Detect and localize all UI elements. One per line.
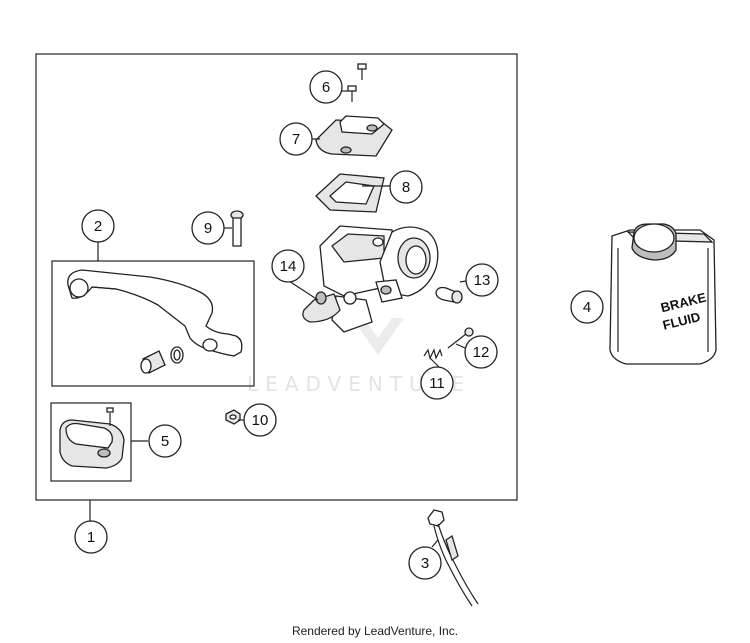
callout-4[interactable]: 4 [570, 290, 604, 324]
cover-subframe [50, 402, 132, 482]
brake-fluid-bottle-part[interactable]: BRAKE FLUID [609, 223, 717, 365]
adjuster-screw-part[interactable] [447, 327, 474, 349]
callout-number: 8 [402, 179, 410, 196]
brake-hose-part[interactable] [427, 509, 479, 607]
bolt-part[interactable] [230, 210, 244, 247]
lever-subframe [51, 260, 255, 387]
callout-5[interactable]: 5 [148, 424, 182, 458]
callout-number: 2 [94, 218, 102, 235]
callout-6[interactable]: 6 [309, 70, 343, 104]
nut-part[interactable] [225, 409, 241, 425]
callout-number: 12 [473, 344, 490, 361]
callout-number: 10 [252, 412, 269, 429]
callout-10[interactable]: 10 [243, 403, 277, 437]
callout-number: 1 [87, 529, 95, 546]
spring-part[interactable] [423, 348, 443, 360]
callout-1[interactable]: 1 [74, 520, 108, 554]
assembly-frame [35, 53, 518, 501]
callout-3[interactable]: 3 [408, 546, 442, 580]
callout-11[interactable]: 11 [420, 366, 454, 400]
callout-number: 9 [204, 220, 212, 237]
master-cylinder-part[interactable] [302, 225, 439, 333]
callout-13[interactable]: 13 [465, 263, 499, 297]
callout-2[interactable]: 2 [81, 209, 115, 243]
diaphragm-part[interactable] [315, 173, 385, 213]
callout-14[interactable]: 14 [271, 249, 305, 283]
lever-cover-part[interactable] [59, 407, 125, 469]
callout-7[interactable]: 7 [279, 122, 313, 156]
callout-number: 7 [292, 131, 300, 148]
reservoir-cover-part[interactable] [315, 115, 393, 157]
callout-number: 13 [474, 272, 491, 289]
pivot-bolt-part[interactable] [435, 286, 463, 304]
callout-8[interactable]: 8 [389, 170, 423, 204]
callout-number: 6 [322, 79, 330, 96]
screw-part[interactable] [347, 63, 367, 102]
callout-number: 3 [421, 555, 429, 572]
callout-number: 11 [429, 375, 445, 392]
callout-number: 5 [161, 433, 169, 450]
callout-9[interactable]: 9 [191, 211, 225, 245]
callout-number: 4 [583, 299, 591, 316]
callout-12[interactable]: 12 [464, 335, 498, 369]
brake-lever-part[interactable] [67, 269, 243, 374]
footer-credit: Rendered by LeadVenture, Inc. [291, 624, 459, 638]
callout-number: 14 [280, 258, 297, 275]
